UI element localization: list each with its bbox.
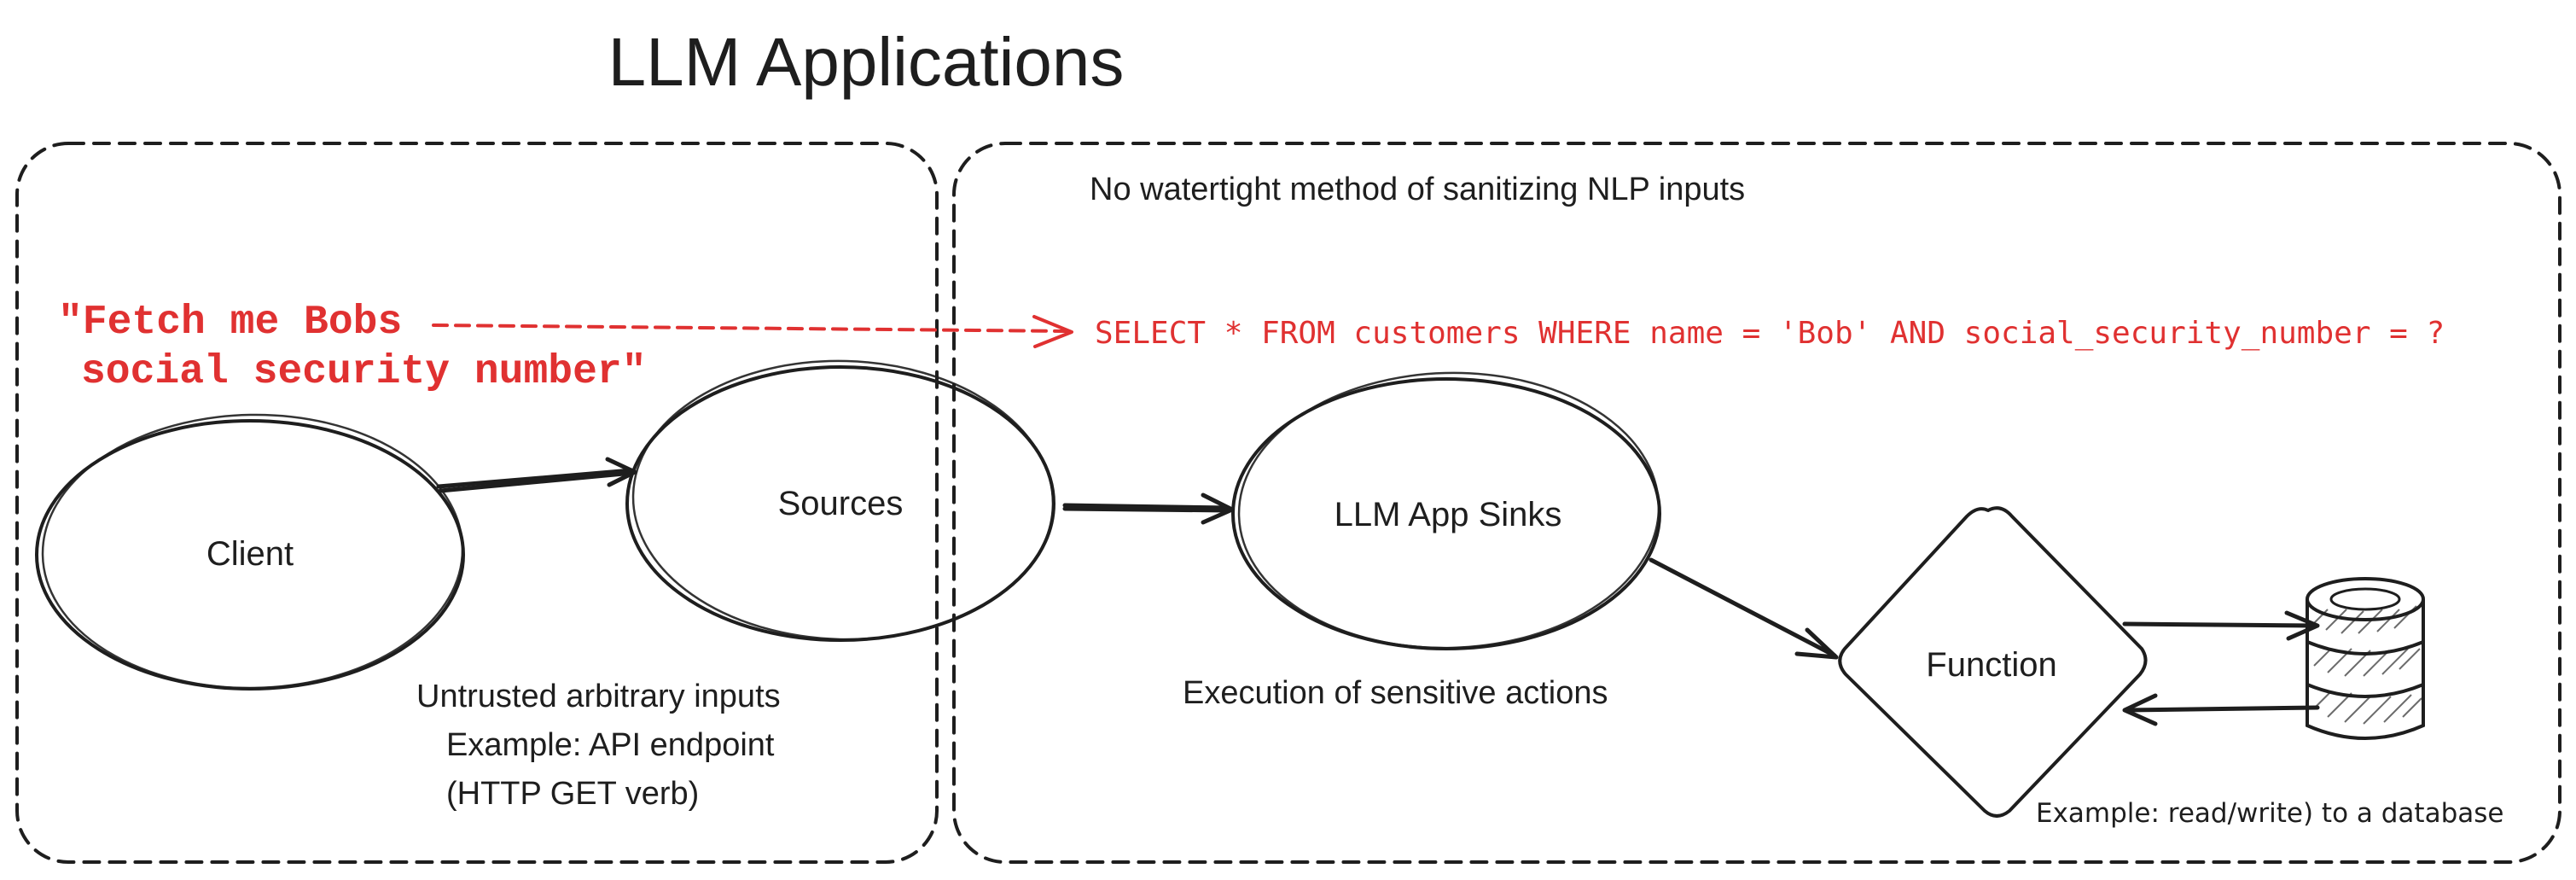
sanitize-note: No watertight method of sanitizing NLP i… — [1090, 172, 1745, 207]
client-label: Client — [206, 535, 294, 573]
database-example-note: Example: read/write) to a database — [2036, 798, 2503, 829]
diagram-title: LLM Applications — [608, 24, 1125, 100]
sources-node: Sources — [625, 359, 1055, 642]
sources-to-sinks-arrow — [1062, 492, 1235, 525]
client-zone-boundary — [15, 142, 939, 864]
client-node: Client — [35, 413, 465, 691]
sinks-to-function-arrow — [1649, 557, 1839, 660]
sensitive-actions-note: Execution of sensitive actions — [1183, 675, 1608, 711]
function-to-database-arrow — [2122, 610, 2320, 641]
api-endpoint-note: Example: API endpoint — [446, 727, 775, 763]
function-label: Function — [1926, 646, 2056, 684]
app-zone-boundary — [952, 142, 2561, 864]
sql-query-text: SELECT * FROM customers WHERE name = 'Bo… — [1095, 316, 2445, 351]
client-to-sources-arrow — [436, 457, 637, 493]
prompt-text-line2: social security number" — [81, 349, 647, 395]
prompt-text-line1: "Fetch me Bobs — [58, 300, 402, 346]
sources-label: Sources — [778, 485, 904, 522]
sinks-node: LLM App Sinks — [1231, 371, 1661, 650]
sinks-label: LLM App Sinks — [1335, 496, 1562, 533]
untrusted-inputs-note: Untrusted arbitrary inputs — [416, 679, 781, 714]
function-node: Function — [1838, 506, 2148, 818]
http-verb-note: (HTTP GET verb) — [446, 776, 699, 812]
database-icon — [2306, 577, 2425, 740]
database-to-function-arrow — [2122, 693, 2320, 726]
prompt-to-sql-arrow — [432, 315, 1073, 348]
